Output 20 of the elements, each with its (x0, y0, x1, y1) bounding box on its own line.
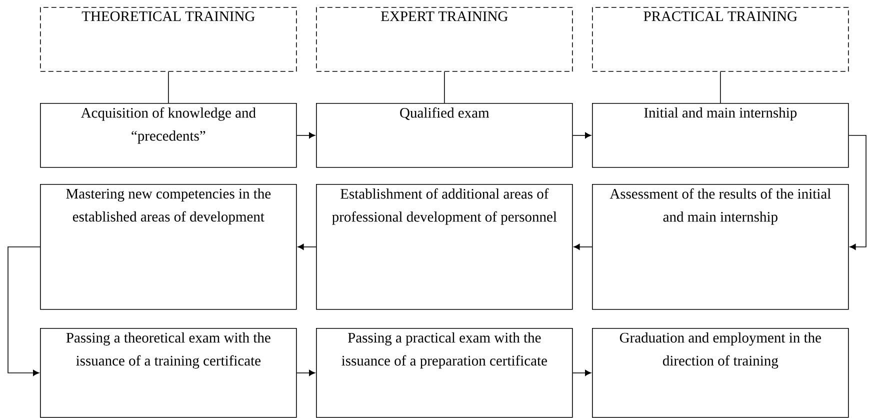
arrow (296, 132, 316, 138)
stage-header-box: EXPERT TRAINING (316, 7, 573, 72)
process-box: Mastering new competencies in the established areas of development (40, 184, 297, 310)
process-box: Acquisition of knowledge and “precedents” (40, 103, 297, 168)
process-box: Passing a theoretical exam with the issuance of a training certificate (40, 328, 297, 418)
arrow (572, 370, 592, 376)
arrow (848, 135, 866, 250)
process-box: Passing a practical exam with the issuance of a preparation certificate (316, 328, 573, 418)
process-box: Initial and main internship (592, 103, 849, 168)
stage-header-box: PRACTICAL TRAINING (592, 7, 849, 72)
stage-header-box: THEORETICAL TRAINING (40, 7, 297, 72)
arrow (8, 246, 40, 376)
arrow (296, 370, 316, 376)
arrow (574, 244, 592, 250)
process-box: Graduation and employment in the direction of training (592, 328, 849, 418)
process-box: Qualified exam (316, 103, 573, 168)
arrow (572, 132, 592, 138)
arrow (298, 244, 316, 250)
process-box: Assessment of the results of the initial and main internship (592, 184, 849, 310)
process-box: Establishment of additional areas of professional development of personnel (316, 184, 573, 310)
